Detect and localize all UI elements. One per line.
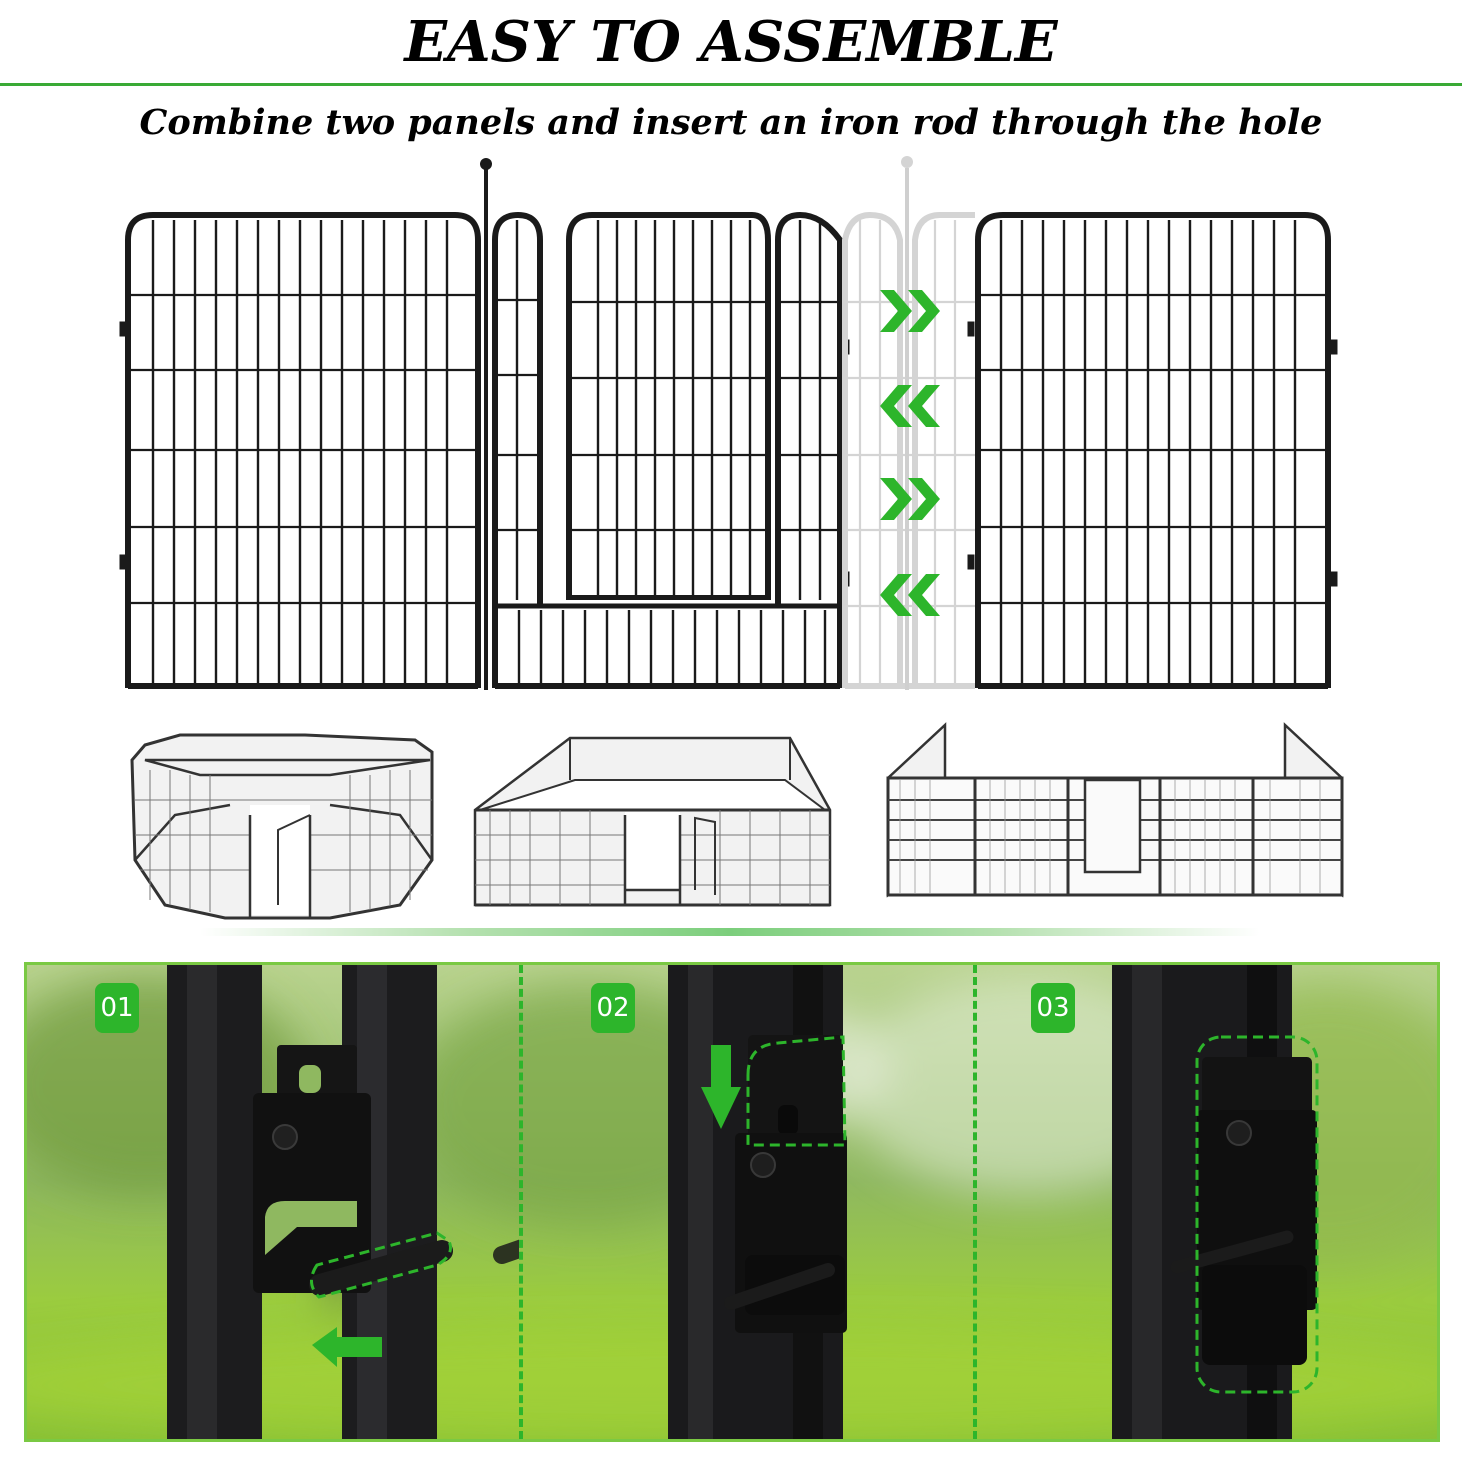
page-subtitle: Combine two panels and insert an iron ro… xyxy=(139,102,1323,143)
iron-rod-left xyxy=(480,158,492,690)
step-separator xyxy=(973,965,977,1439)
page-title: EASY TO ASSEMBLE xyxy=(404,9,1058,75)
latch-steps-panel: 01 xyxy=(24,962,1440,1442)
latch-bracket xyxy=(1197,1057,1317,1365)
left-panel xyxy=(119,212,481,689)
step-badge: 03 xyxy=(1031,983,1075,1033)
latch-bracket xyxy=(735,1035,847,1333)
highlight-outline xyxy=(1195,1035,1319,1394)
double-chevron-right-icon xyxy=(880,290,940,332)
layout-examples xyxy=(0,705,1462,920)
right-panel xyxy=(967,212,1338,689)
double-chevron-left-icon xyxy=(880,385,940,427)
gate-panel xyxy=(492,211,850,689)
iron-rod xyxy=(1170,1230,1294,1274)
u-shape-layout xyxy=(886,722,1344,898)
step-2: 02 xyxy=(523,965,973,1439)
double-chevron-left-icon xyxy=(880,574,940,616)
octagon-layout xyxy=(130,733,434,920)
step-badge: 01 xyxy=(95,983,139,1033)
step-badge: 02 xyxy=(591,983,635,1033)
iron-rod xyxy=(309,1231,519,1299)
step-3: 03 xyxy=(977,965,1437,1439)
rectangle-layout xyxy=(473,736,832,907)
arrow-left-icon xyxy=(312,1327,382,1367)
arrow-down-icon xyxy=(701,1045,741,1129)
ghost-panel xyxy=(842,211,975,689)
iron-rod-right xyxy=(901,156,913,690)
iron-rod xyxy=(724,1263,835,1310)
section-divider xyxy=(200,928,1260,936)
step-separator xyxy=(519,965,523,1439)
step-1: 01 xyxy=(27,965,519,1439)
assembly-diagram xyxy=(0,150,1462,700)
title-divider xyxy=(0,83,1462,86)
double-chevron-right-icon xyxy=(880,478,940,520)
highlight-outline xyxy=(746,1035,847,1147)
